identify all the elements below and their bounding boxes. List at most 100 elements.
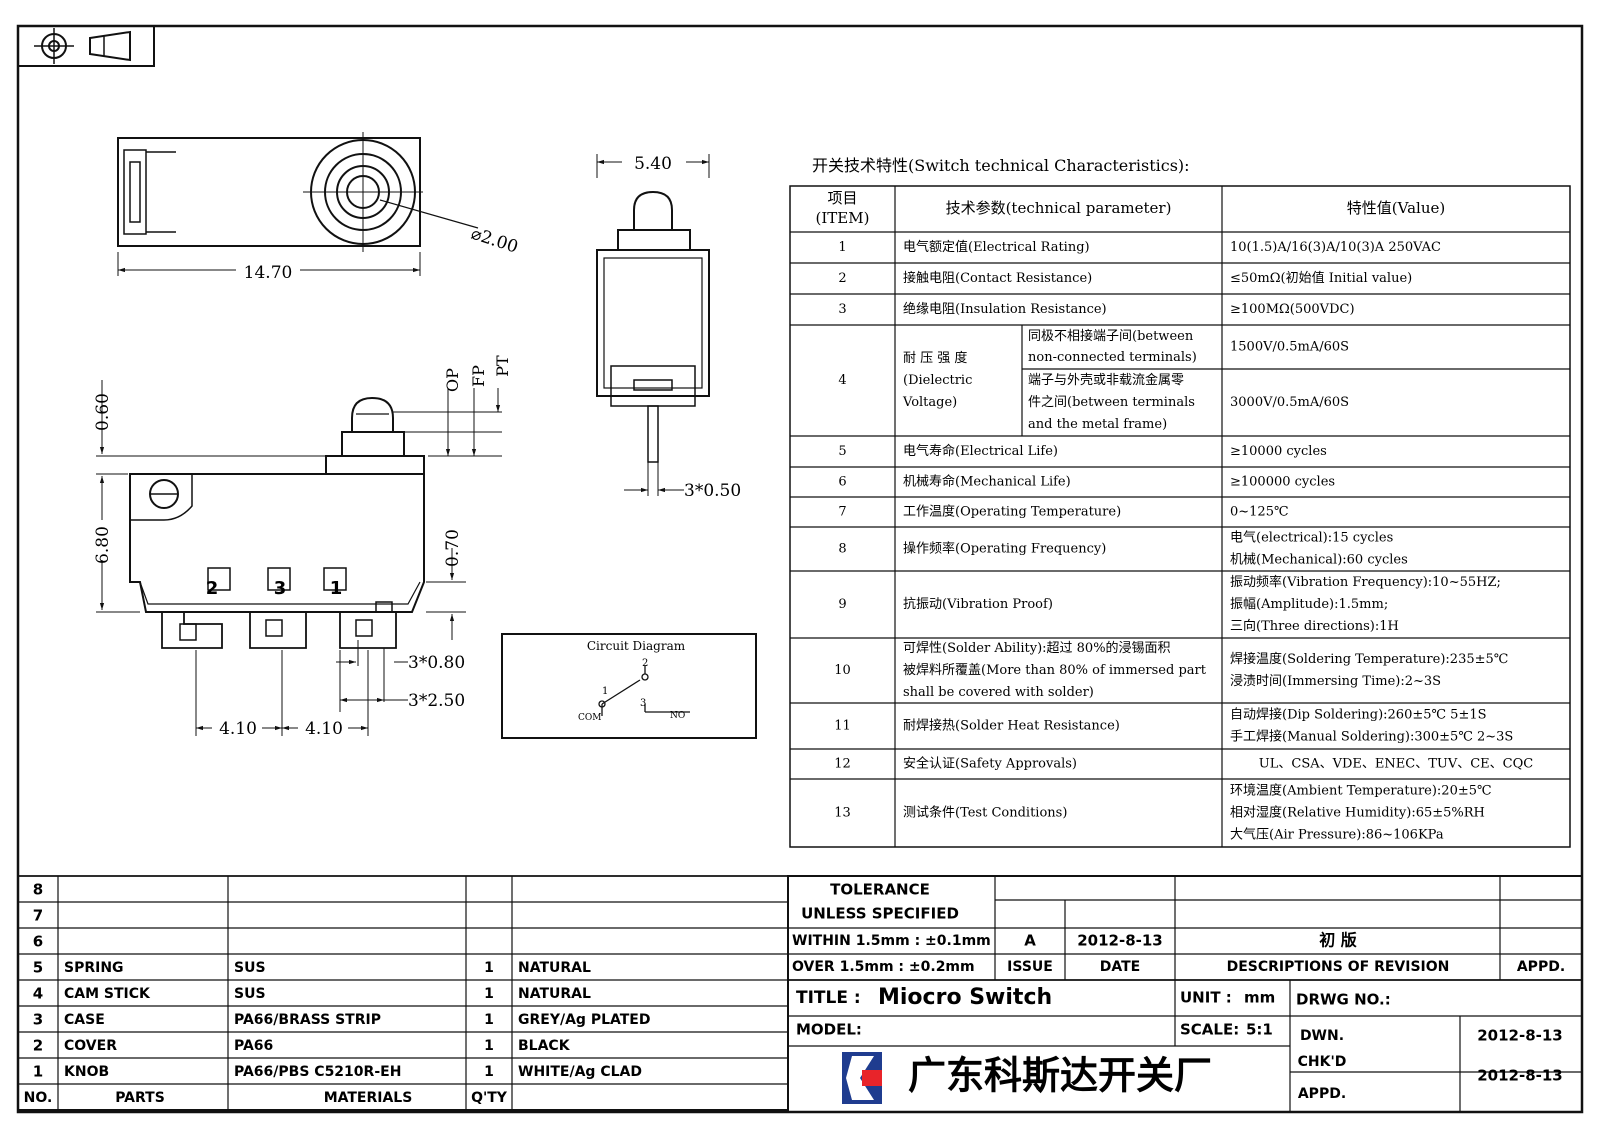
row-value: 浸渍时间(Immersing Time):2~3S [1230,674,1441,689]
part-material: PA66/PBS C5210R-EH [234,1064,401,1080]
row-value: 振幅(Amplitude):1.5mm; [1230,597,1388,612]
spec-table: 项目(ITEM)技术参数(technical parameter)特性值(Val… [789,185,1571,848]
part-name: KNOB [64,1064,109,1080]
row-value: ≥100000 cycles [1230,475,1335,490]
circuit-no: NO [670,711,685,721]
row-number: 5 [838,444,846,459]
row-param: Voltage) [902,395,957,410]
revision-description: 初 版 [1319,931,1357,950]
row-sub-param: non-connected terminals) [1028,350,1197,365]
front-view [96,380,502,736]
title-block-frame [787,875,1583,1113]
row-value: ≥100MΩ(500VDC) [1230,302,1355,317]
row-param: 接触电阻(Contact Resistance) [903,270,1092,286]
part-finish: BLACK [518,1038,571,1054]
date-label: DATE [1100,959,1140,975]
approved-label: APPD. [1517,959,1565,975]
part-number: 3 [33,1011,43,1029]
spec-table-title: 开关技术特性(Switch technical Characteristics)… [812,156,1190,175]
circuit-node-3: 3 [640,698,646,709]
part-finish: WHITE/Ag CLAD [518,1064,642,1080]
row-value: 手工焊接(Manual Soldering):300±5℃ 2~3S [1230,729,1513,745]
dim-3x250: 3*2.50 [408,691,465,711]
dim-fp: FP [469,365,488,387]
row-number: 12 [834,757,851,772]
part-name: COVER [64,1038,117,1054]
row-number: 9 [838,597,846,612]
dim-pitch-b: 4.10 [305,719,343,739]
row-param: 耐 压 强 度 [903,350,967,366]
row-value: 0~125℃ [1230,505,1289,520]
dim-070: 0.70 [443,529,463,567]
title-value: Miocro Switch [878,985,1052,1010]
row-value: 环境温度(Ambient Temperature):20±5℃ [1230,783,1492,799]
row-param: (Dielectric [903,373,972,388]
row-value: 大气压(Air Pressure):86~106KPa [1230,827,1444,843]
terminal-1-label: 1 [330,578,343,599]
part-finish: GREY/Ag PLATED [518,1012,650,1028]
part-number: 6 [33,933,43,951]
part-number: 2 [33,1037,43,1055]
tolerance-within: WITHIN 1.5mm : ±0.1mm [792,933,991,949]
part-qty: 1 [484,1012,494,1028]
drawing-number-label: DRWG NO.: [1296,991,1391,1009]
issue-label: ISSUE [1007,959,1053,975]
part-qty: 1 [484,960,494,976]
footer-qty: Q'TY [471,1090,508,1106]
row-param: 机械寿命(Mechanical Life) [903,474,1071,490]
part-name: SPRING [64,960,124,976]
row-param: 工作温度(Operating Temperature) [903,504,1121,520]
tolerance-label: TOLERANCE [830,881,930,899]
row-value: 1500V/0.5mA/60S [1230,340,1349,355]
part-finish: NATURAL [518,986,591,1002]
title-label: TITLE : [796,988,861,1008]
side-view [596,154,710,496]
row-param: 电气寿命(Electrical Life) [903,443,1058,459]
row-value: 3000V/0.5mA/60S [1230,395,1349,410]
row-value: ≤50mΩ(初始值 Initial value) [1230,270,1412,286]
row-sub-param: 件之间(between terminals [1028,395,1195,410]
row-param: 操作频率(Operating Frequency) [903,541,1106,557]
part-number: 7 [33,907,43,925]
row-param: 绝缘电阻(Insulation Resistance) [903,301,1107,317]
part-material: SUS [234,960,266,976]
part-number: 4 [33,985,43,1003]
circuit-diagram: Circuit Diagram 1 2 3 COM NO [501,633,757,739]
part-finish: NATURAL [518,960,591,976]
row-number: 13 [834,806,851,821]
company-name: 广东科斯达开关厂 [908,1054,1212,1098]
part-qty: 1 [484,986,494,1002]
header-param: 技术参数(technical parameter) [946,199,1172,217]
footer-no: NO. [24,1090,53,1106]
dim-060: 0.60 [93,393,113,431]
row-number: 3 [838,302,846,317]
row-param: 耐焊接热(Solder Heat Resistance) [903,718,1120,734]
row-param: 抗振动(Vibration Proof) [903,597,1053,612]
row-param: 电气额定值(Electrical Rating) [903,239,1090,255]
part-name: CASE [64,1012,105,1028]
row-value: 焊接温度(Soldering Temperature):235±5℃ [1230,651,1508,667]
approved-label-2: APPD. [1298,1086,1346,1102]
row-param: shall be covered with solder) [903,685,1094,700]
row-number: 4 [838,373,846,388]
part-material: PA66 [234,1038,273,1054]
row-value: UL、CSA、VDE、ENEC、TUV、CE、CQC [1259,757,1533,772]
row-param: 可焊性(Solder Ability):超过 80%的浸锡面积 [903,640,1171,656]
circuit-title: Circuit Diagram [587,639,686,653]
terminal-3-label: 3 [274,578,287,599]
row-number: 2 [838,271,846,286]
row-number: 10 [834,663,851,678]
dim-top-width: 14.70 [244,263,293,283]
part-material: PA66/BRASS STRIP [234,1012,381,1028]
row-value: 自动焊接(Dip Soldering):260±5℃ 5±1S [1230,707,1487,723]
tolerance-label: UNLESS SPECIFIED [801,905,959,923]
dim-side-width: 5.40 [634,154,672,174]
row-param: 安全认证(Safety Approvals) [903,756,1077,772]
row-number: 1 [838,240,846,255]
part-qty: 1 [484,1038,494,1054]
circuit-node-2: 2 [642,658,648,669]
dim-pin-diameter: ⌀2.00 [468,224,520,258]
checked-label: CHK'D [1298,1054,1347,1070]
dim-pin-thickness: 3*0.50 [684,481,741,501]
dim-pt: PT [493,355,512,377]
